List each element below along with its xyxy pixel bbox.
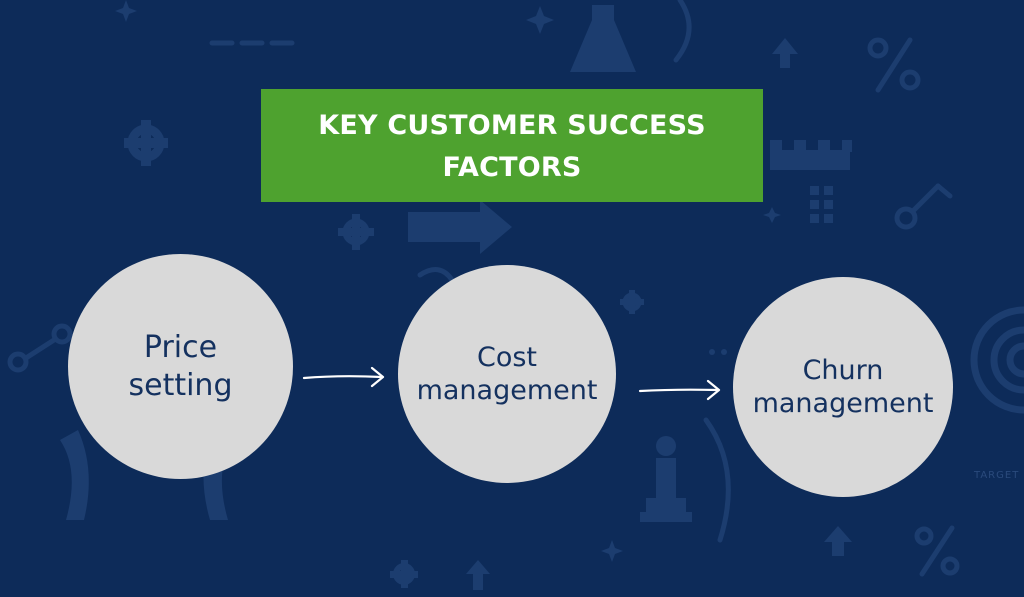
gear-icon bbox=[620, 290, 644, 314]
gear-icon bbox=[390, 560, 418, 588]
node-churn-management: Churn management bbox=[733, 277, 953, 497]
node-price-setting: Price setting bbox=[68, 254, 293, 479]
title-line-1: KEY CUSTOMER SUCCESS bbox=[318, 109, 706, 141]
node-label-line-1: Cost bbox=[476, 342, 538, 373]
bulb-icon bbox=[417, 267, 455, 283]
arrow-right-icon bbox=[638, 379, 721, 401]
node-graph-icon bbox=[7, 323, 73, 373]
arrow-right-icon bbox=[302, 366, 385, 388]
node-label-line-2: management bbox=[752, 388, 934, 419]
arrow-up-icon bbox=[466, 560, 490, 590]
chess-piece-icon bbox=[640, 436, 692, 522]
title-line-2: FACTORS bbox=[442, 151, 582, 183]
sparkle-icon bbox=[115, 0, 137, 22]
title-banner: KEY CUSTOMER SUCCESS FACTORS bbox=[261, 89, 763, 202]
node-cost-management: Cost management bbox=[398, 265, 616, 483]
sparkle-icon bbox=[763, 207, 781, 223]
target-label: TARGET bbox=[973, 470, 1019, 481]
node-label-line-1: Price bbox=[143, 329, 218, 365]
node-label-line-2: setting bbox=[128, 367, 233, 403]
arrow-up-icon bbox=[824, 526, 852, 556]
arrow-up-icon bbox=[772, 38, 798, 68]
arrow-right-icon bbox=[408, 200, 512, 254]
crown-icon bbox=[770, 140, 852, 170]
percent-icon bbox=[867, 37, 921, 93]
percent-icon bbox=[914, 525, 960, 577]
sparkle-icon bbox=[526, 6, 554, 34]
node-label-line-2: management bbox=[416, 375, 598, 406]
gear-icon bbox=[338, 214, 374, 250]
sparkle-icon bbox=[601, 540, 623, 562]
node-label-line-1: Churn bbox=[802, 355, 884, 386]
flask-icon bbox=[570, 5, 636, 72]
grid-icon bbox=[810, 186, 833, 223]
target-icon bbox=[970, 306, 1024, 414]
key-icon bbox=[894, 183, 953, 230]
gear-icon bbox=[124, 120, 168, 166]
